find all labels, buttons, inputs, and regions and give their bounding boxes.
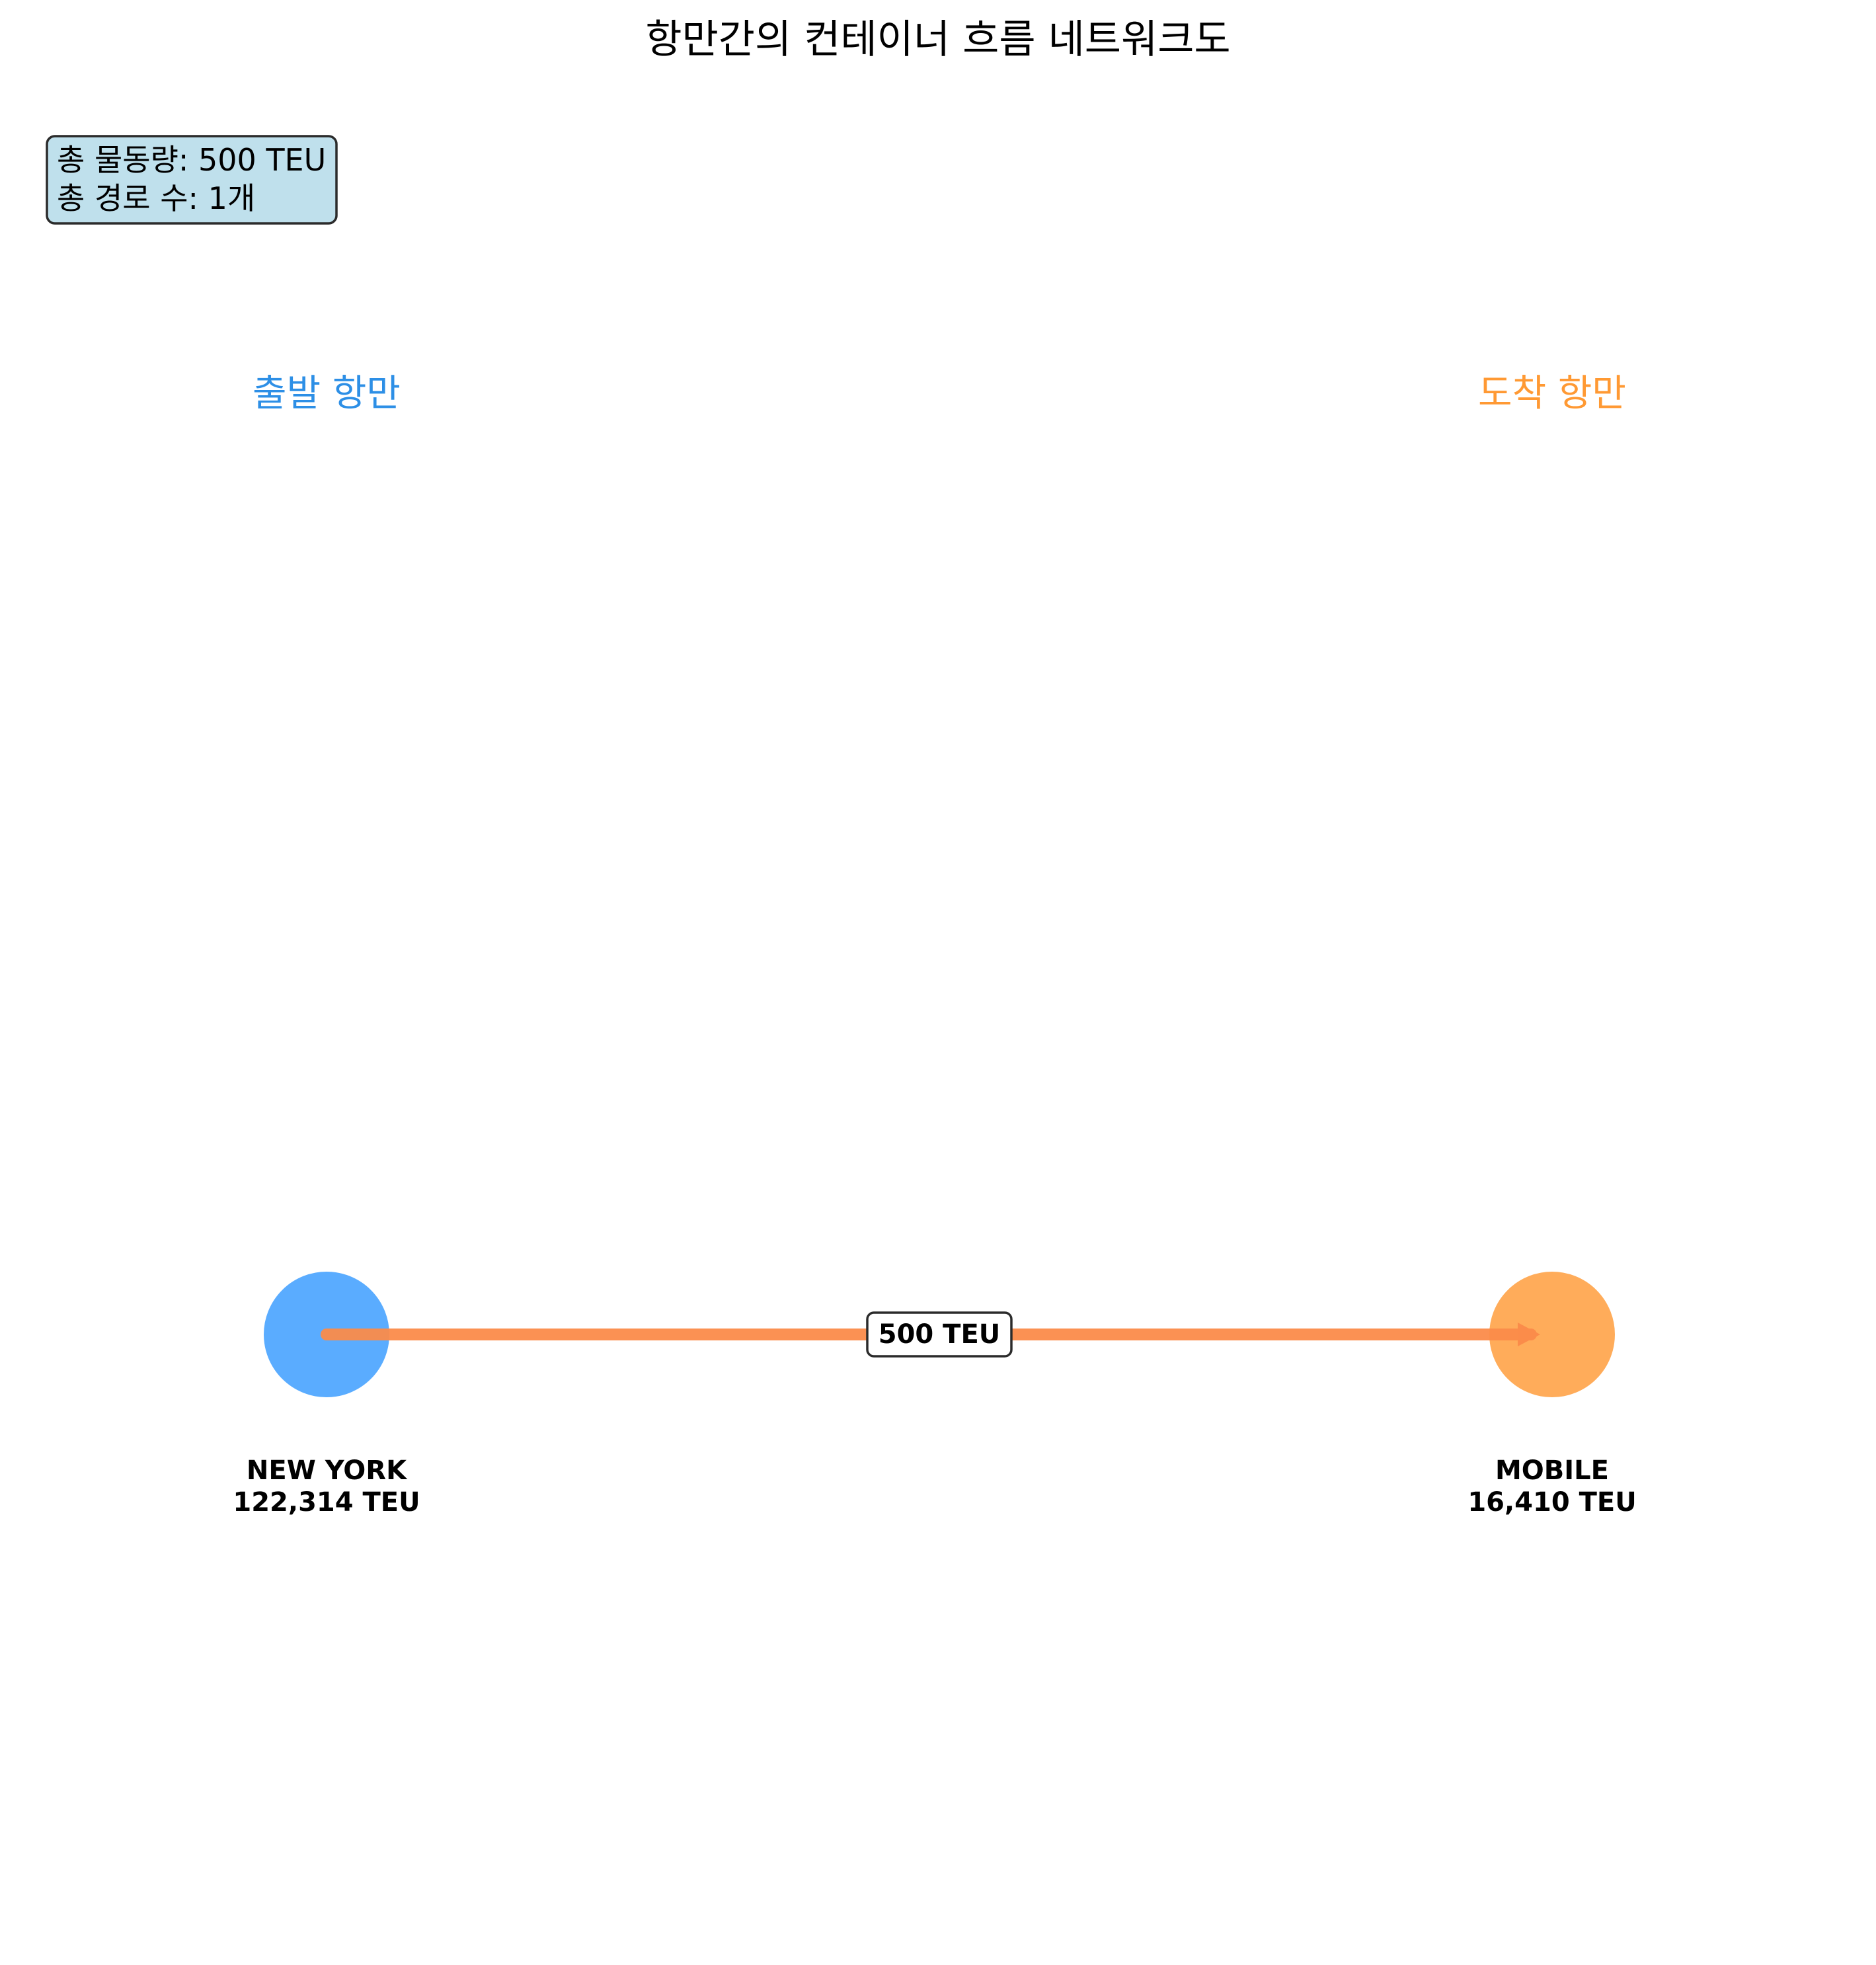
diagram-title: 항만간의 컨테이너 흐름 네트워크도 [645,17,1230,63]
origin-column-header: 출발 항만 [253,372,401,415]
port-name-new-york: NEW YORK [247,1455,408,1486]
summary-box: 총 물동량: 500 TEU 총 경로 수: 1개 [46,135,338,225]
summary-total-volume: 총 물동량: 500 TEU [57,142,326,178]
summary-route-count: 총 경로 수: 1개 [57,180,255,216]
destination-column-header: 도착 항만 [1478,372,1626,415]
port-teu-mobile: 16,410 TEU [1467,1487,1636,1518]
flow-label-box [866,1311,1013,1358]
flow-label: 500 TEU [879,1319,1001,1350]
flow-arrowhead [1518,1323,1540,1346]
summary-box-background [46,135,338,225]
port-name-mobile: MOBILE [1495,1455,1609,1486]
flow-edge: 500 TEU [321,1311,1540,1358]
port-teu-new-york: 122,314 TEU [233,1487,420,1518]
